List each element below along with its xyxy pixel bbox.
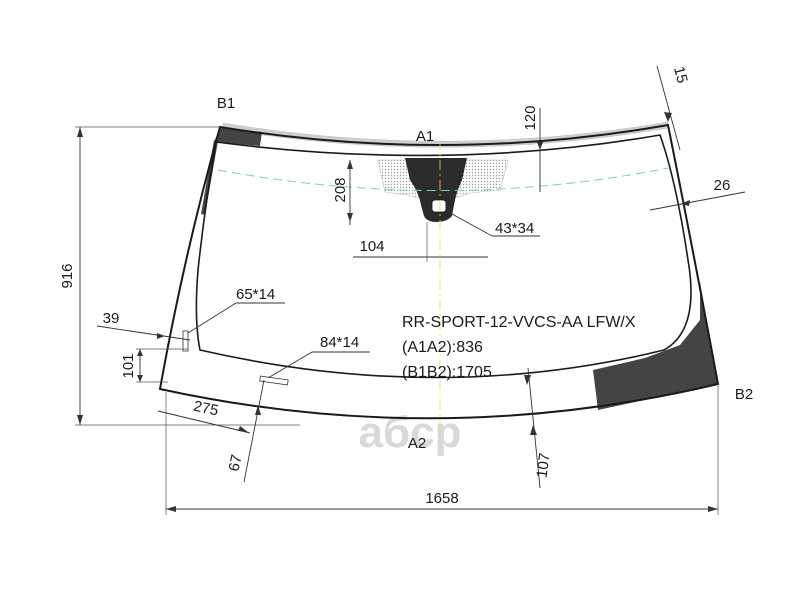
dim-bottom-left: 275 <box>192 398 220 420</box>
dim-edge-band: 26 <box>714 177 731 194</box>
dim-overall-width: 1658 <box>425 490 458 507</box>
spec-a1a2: (A1A2):836 <box>402 339 483 356</box>
dim-corner-gap: 15 <box>670 65 691 86</box>
dim-line-left-offset <box>96 325 191 341</box>
dim-line-bottom-small <box>243 379 265 483</box>
point-b2: B2 <box>735 386 753 403</box>
shade-band-line <box>217 167 669 191</box>
dim-top-band: 120 <box>522 105 539 130</box>
dim-sensor-size: 43*34 <box>495 220 534 237</box>
tag-left <box>182 330 189 352</box>
dim-bottom-right: 107 <box>534 452 554 479</box>
dim-tag-bottom: 84*14 <box>320 334 359 351</box>
dim-line-bottom-left <box>157 410 251 434</box>
dim-bottom-small: 67 <box>226 453 246 473</box>
mirror-bracket <box>405 158 467 222</box>
dim-bracket-offset: 104 <box>359 238 384 255</box>
dim-line-corner-gap <box>656 65 681 151</box>
dim-left-offset: 39 <box>103 310 120 327</box>
leader-tag-bottom <box>267 351 313 379</box>
dim-bracket-height: 208 <box>332 177 349 202</box>
tag-bottom <box>259 375 289 386</box>
dim-tag-left: 65*14 <box>236 286 275 303</box>
model-code: RR-SPORT-12-VVCS-AA LFW/X <box>402 314 636 331</box>
inner-print-outline <box>195 134 692 379</box>
leader-sensor <box>451 213 493 237</box>
dim-overall-height: 916 <box>59 263 76 288</box>
ceramic-bottom-right <box>593 282 718 410</box>
leader-tag-left <box>187 302 237 334</box>
dim-line-edge-band <box>649 191 746 211</box>
point-a2: A2 <box>408 435 426 452</box>
spec-b1b2: (B1B2):1705 <box>402 364 492 381</box>
sensor-window <box>431 199 447 213</box>
point-b1: B1 <box>217 95 235 112</box>
dim-left-lower: 101 <box>120 353 137 378</box>
point-a1: A1 <box>416 128 434 145</box>
